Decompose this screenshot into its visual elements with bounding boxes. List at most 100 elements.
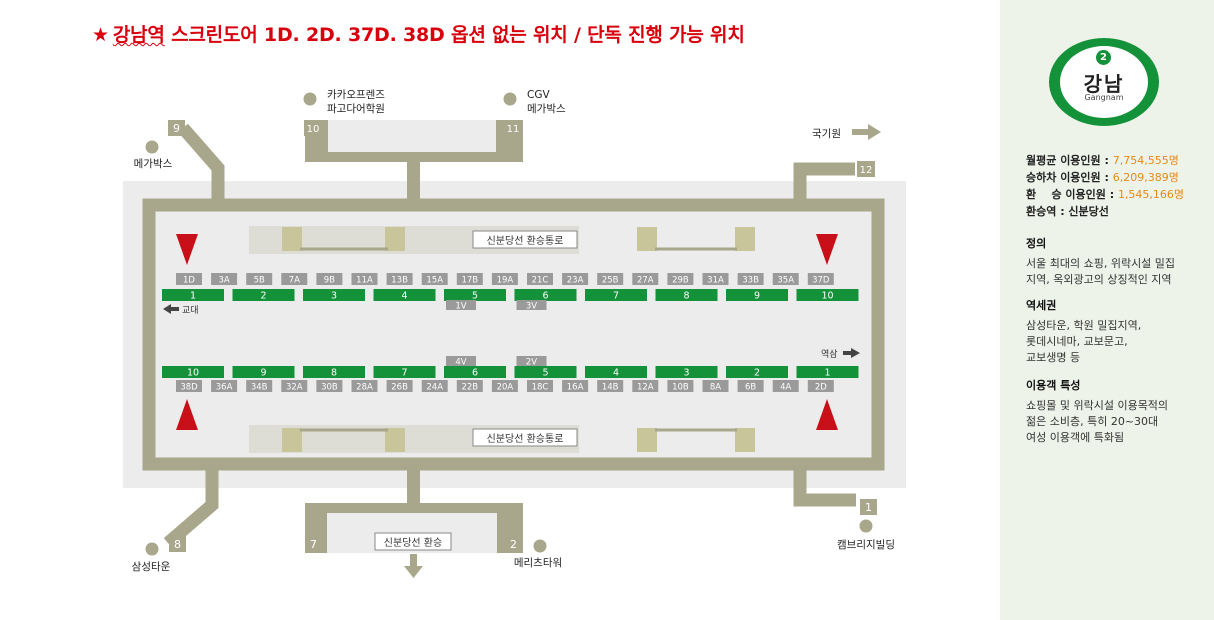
marker-v-4V-label: 4V <box>455 358 466 368</box>
door-bottom-14B-box <box>597 380 624 392</box>
station-name-en: Gangnam <box>1084 93 1124 102</box>
traits-section: 이용객 특성 쇼핑몰 및 위락시설 이용목적의 젊은 소비층, 특히 20~30… <box>1026 378 1168 446</box>
car-top-5-box <box>444 289 506 301</box>
stat-label: 월평균 이용인원 : <box>1026 154 1113 167</box>
stair-bot-r1 <box>637 428 657 452</box>
exit-7-tag <box>305 536 322 552</box>
car-top-7-label: 7 <box>613 291 619 302</box>
door-top-29B-box <box>667 273 694 285</box>
door-top-5B-box <box>246 273 273 285</box>
door-top-13B-box <box>386 273 413 285</box>
stair-top-r2 <box>735 227 755 251</box>
car-top-3-box <box>303 289 365 301</box>
door-top-31A-label: 31A <box>707 276 724 286</box>
car-top-1-label: 1 <box>190 291 196 302</box>
door-bottom-20A-box <box>491 380 518 392</box>
door-top-25B-label: 25B <box>602 276 619 286</box>
car-top-10-label: 10 <box>821 291 833 302</box>
door-top-23A-box <box>562 273 589 285</box>
star-icon: ★ <box>92 24 109 46</box>
direction-right-arrow-icon <box>843 348 860 358</box>
door-top-3A-box <box>211 273 238 285</box>
door-top-3A-label: 3A <box>218 276 229 286</box>
door-bottom-28A-box <box>351 380 378 392</box>
door-top-9B-label: 9B <box>324 276 335 286</box>
stat-value: 1,545,166명 <box>1117 188 1185 201</box>
corridor-ring <box>142 198 885 471</box>
direction-left-arrow-icon <box>163 304 179 314</box>
exit-1-tag <box>860 499 877 515</box>
exit-12-passage <box>793 162 855 199</box>
title-text: 스크린도어 1D. 2D. 37D. 38D 옵션 없는 위치 / 단독 진행 … <box>164 24 745 46</box>
landmark-dot-10 <box>303 92 317 106</box>
exit-12-number: 12 <box>860 165 873 176</box>
door-bottom-18C-box <box>527 380 553 392</box>
car-top-9-box <box>726 289 788 301</box>
stat-value: 6,209,389명 <box>1112 171 1179 184</box>
car-top-4-box <box>373 289 436 301</box>
landmark-label-10b: 파고다어학원 <box>327 103 385 115</box>
direction-label-top: 교대 <box>182 305 199 316</box>
door-bottom-16A-label: 16A <box>567 383 584 393</box>
station-badge-inner: 2 강남 Gangnam <box>1060 46 1148 118</box>
door-bottom-18C-label: 18C <box>532 383 549 393</box>
area-section: 역세권 삼성타운, 학원 밀집지역, 롯데시네마, 교보문고, 교보생명 등 <box>1026 298 1141 366</box>
door-top-5B-label: 5B <box>254 276 265 286</box>
door-top-37D-label: 37D <box>812 276 830 286</box>
door-top-27A-label: 27A <box>637 276 654 286</box>
marker-bottom-left <box>176 399 198 430</box>
door-bottom-2D-box <box>807 380 834 392</box>
section-line: 지역, 옥외광고의 상징적인 지역 <box>1026 273 1172 286</box>
stair-bot-mid <box>385 428 405 452</box>
door-bottom-14B-label: 14B <box>602 383 619 393</box>
marker-v-1V-label: 1V <box>455 302 466 312</box>
door-top-1D-box <box>176 273 202 285</box>
car-top-6-label: 6 <box>542 291 548 302</box>
stat-label: 승하차 이용인원 : <box>1026 171 1113 184</box>
car-top-2-label: 2 <box>260 291 266 302</box>
car-top-3-label: 3 <box>331 291 337 302</box>
car-bottom-4-box <box>585 366 647 378</box>
exit-8-tag <box>169 536 186 552</box>
door-top-35A-label: 35A <box>777 276 794 286</box>
landmark-label-2: 메리츠타워 <box>514 556 562 569</box>
usage-stats: 월평균 이용인원 : 7,754,555명 승하차 이용인원 : 6,209,3… <box>1026 152 1184 220</box>
stat-row: 환승역 : 신분당선 <box>1026 203 1184 220</box>
exit-9-number: 9 <box>173 122 180 135</box>
page-title: ★강남역 스크린도어 1D. 2D. 37D. 38D 옵션 없는 위치 / 단… <box>92 20 745 47</box>
door-bottom-36A-box <box>211 380 238 392</box>
landmark-dot-2 <box>533 539 547 553</box>
stat-row: 환 승 이용인원 : 1,545,166명 <box>1026 186 1184 203</box>
car-bottom-9-box <box>232 366 295 378</box>
exit-2-tag <box>505 536 522 552</box>
car-bottom-10-label: 10 <box>187 368 199 379</box>
door-bottom-24A-box <box>421 380 448 392</box>
landmark-label-9: 메가박스 <box>134 158 173 170</box>
landmark-dot-9 <box>145 140 159 154</box>
marker-top-right <box>816 234 838 265</box>
car-bottom-5-box <box>514 366 577 378</box>
car-bottom-3-box <box>655 366 718 378</box>
car-bottom-4-label: 4 <box>613 368 619 379</box>
door-top-19A-box <box>491 273 518 285</box>
door-top-9B-box <box>316 273 343 285</box>
stat-value: 7,754,555명 <box>1112 154 1179 167</box>
exit-9-tag <box>168 120 185 136</box>
landmark-label-8: 삼성타운 <box>132 561 171 573</box>
car-bottom-5-label: 5 <box>542 368 548 379</box>
transfer-box-bottom <box>472 428 578 447</box>
door-bottom-24A-label: 24A <box>426 383 443 393</box>
door-bottom-12A-label: 12A <box>637 383 654 393</box>
direction-label-bottom: 역삼 <box>821 349 838 360</box>
station-map: 신분당선 환승통로 신분당선 환승통로 신분당선 환승 9 10 11 12 1… <box>123 89 906 578</box>
car-bottom-6-box <box>444 366 506 378</box>
marker-v-3V-label: 3V <box>526 302 537 312</box>
car-bottom-3-label: 3 <box>683 368 689 379</box>
car-top-4-label: 4 <box>401 291 407 302</box>
section-line: 삼성타운, 학원 밀집지역, <box>1026 319 1142 332</box>
exit-1-number: 1 <box>865 501 872 514</box>
car-bottom-8-label: 8 <box>331 368 337 379</box>
landmark-dot-1 <box>859 519 873 533</box>
exit-7-number: 7 <box>310 538 317 551</box>
